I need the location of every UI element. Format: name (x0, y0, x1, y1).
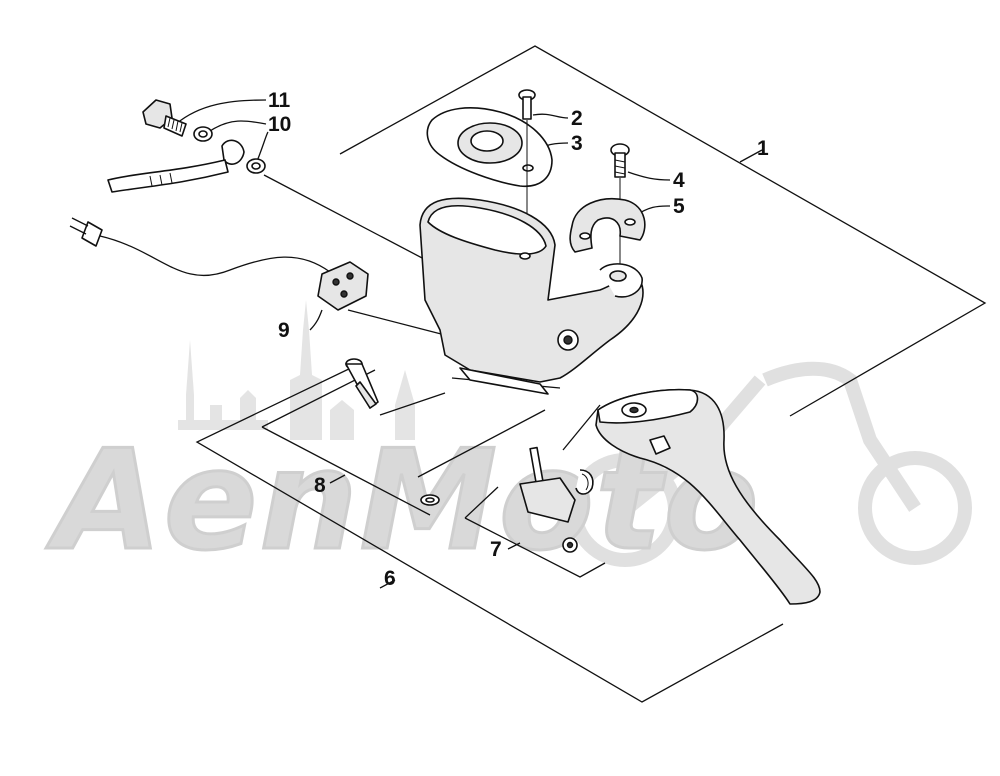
part-10-washers-and-banjo (107, 126, 266, 193)
part-4-clamp-screw (610, 143, 630, 272)
brake-lever (595, 388, 821, 605)
part-11-banjo-bolt (142, 99, 187, 137)
callout-2: 2 (571, 107, 583, 130)
callout-7: 7 (490, 538, 502, 561)
callout-3: 3 (571, 132, 583, 155)
callout-4: 4 (673, 169, 685, 192)
assembly-outline-1 (339, 45, 987, 417)
part-5-handlebar-clamp (569, 198, 646, 253)
callout-9: 9 (278, 319, 290, 342)
callout-1: 1 (757, 137, 769, 160)
callout-8: 8 (314, 474, 326, 497)
watermark-skyline (178, 300, 415, 470)
assembly-outline-7 (464, 486, 606, 578)
part-9-brake-switch (69, 217, 369, 311)
callout-5: 5 (673, 195, 685, 218)
callout-11: 11 (268, 89, 291, 112)
part-3-reservoir-cover (426, 107, 553, 187)
assembly-outline-6 (195, 365, 784, 703)
master-cylinder-body (419, 197, 644, 395)
callout-6: 6 (384, 567, 396, 590)
callout-10: 10 (268, 113, 291, 136)
part-8-pivot-pin (345, 358, 440, 506)
callout-labels: 1 2 3 4 5 6 7 8 9 10 11 (268, 89, 769, 590)
part-7-adjuster (519, 446, 594, 553)
